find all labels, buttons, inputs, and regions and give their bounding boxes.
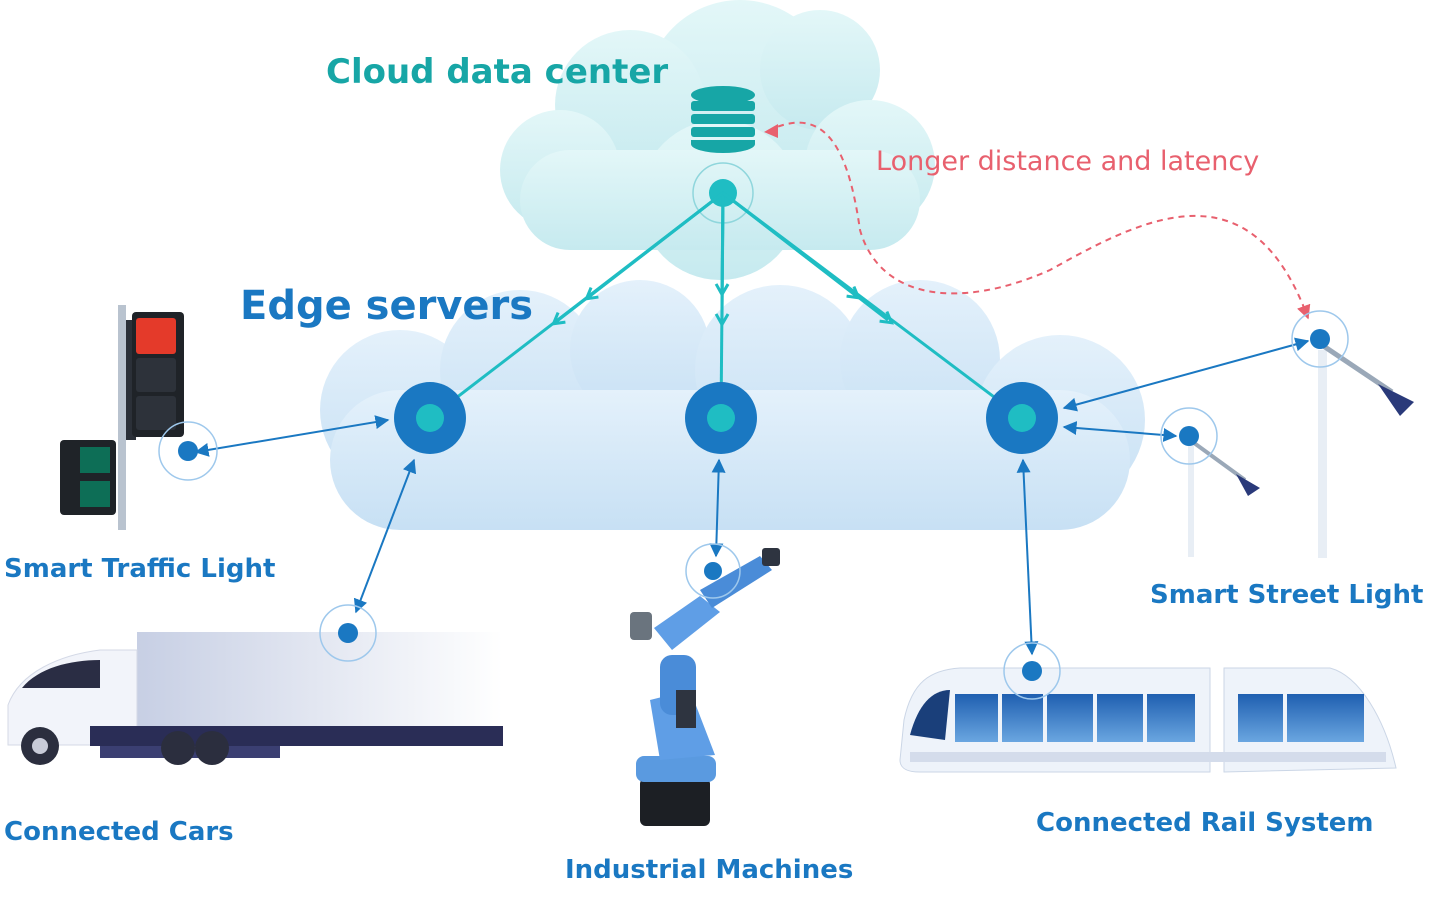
connected-cars-label: Connected Cars — [4, 817, 234, 847]
traffic-light-icon — [60, 305, 218, 530]
server-node-icon — [986, 382, 1058, 454]
server-node-icon — [685, 382, 757, 454]
server-node-icon — [394, 382, 466, 454]
device-links — [194, 337, 1310, 656]
street-light-icon — [1160, 407, 1260, 557]
robot-arm-icon — [630, 543, 780, 826]
cloud-to-edge-links — [429, 191, 1023, 420]
truck-icon — [7, 604, 503, 765]
latency-note: Longer distance and latency — [876, 146, 1260, 177]
latency-arrowhead-db — [764, 124, 778, 138]
database-icon — [691, 86, 755, 153]
latency-path — [767, 121, 1311, 320]
edge-servers-label: Edge servers — [240, 283, 534, 329]
smart-street-light-label: Smart Street Light — [1150, 580, 1424, 610]
connected-rail-system-label: Connected Rail System — [1036, 808, 1374, 838]
cloud-data-center-label: Cloud data center — [326, 52, 669, 92]
tram-icon — [899, 642, 1397, 773]
street-light-icon — [1291, 310, 1414, 558]
smart-traffic-light-label: Smart Traffic Light — [4, 554, 276, 584]
industrial-machines-label: Industrial Machines — [565, 855, 854, 885]
